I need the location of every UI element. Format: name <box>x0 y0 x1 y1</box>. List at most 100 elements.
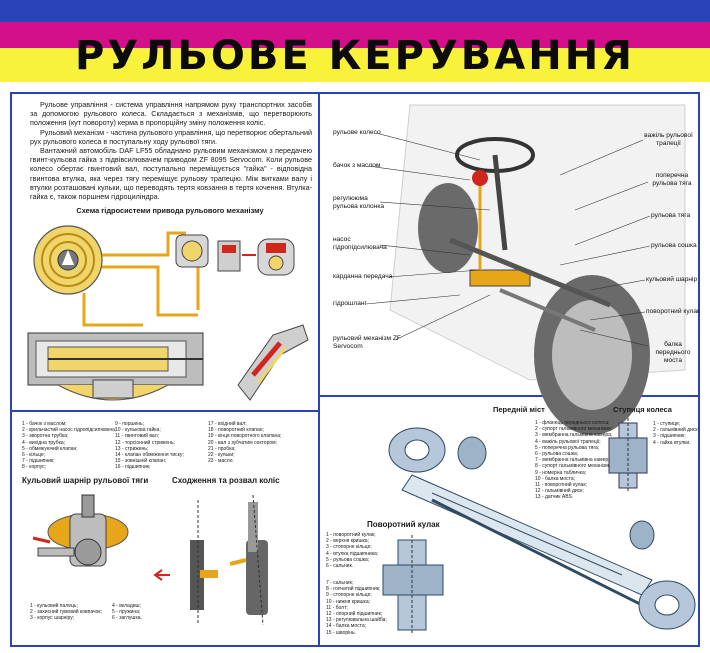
divider-left <box>10 410 318 412</box>
stripe-yellow <box>0 48 710 82</box>
legend-item: 8 - корпус; <box>22 464 47 471</box>
legend-item: 15 - шворінь. <box>326 629 357 636</box>
legend-item: 11 - болт; <box>326 604 348 611</box>
stripe-blue <box>0 0 710 22</box>
tie-rod-graphic <box>431 498 643 607</box>
legend-item: 12 - опорний підшипник; <box>326 611 383 618</box>
callout-hose: гідрошланг <box>333 300 367 307</box>
legend-item: 9 - поршень; <box>115 421 145 427</box>
pump-graphic <box>175 234 209 268</box>
valve-cutaway-graphic <box>237 324 309 401</box>
hub-legend: 1 - ступиця; 2 - гальмівний диск; 3 - пі… <box>653 421 699 446</box>
legend-item: 3 - підшипник; <box>653 433 686 440</box>
legend-item: 13 - датчик ABS. <box>535 494 574 501</box>
hub-diagram <box>608 418 648 493</box>
legend-item: 14 - клапан обмеження тиску; <box>115 452 184 459</box>
legend-item: 3 - зворотна трубка; <box>22 433 69 440</box>
legend-item: 9 - стопорне кільце; <box>326 592 372 599</box>
legend-item: 13 - стрижень; <box>115 445 149 452</box>
toe-camber-diagram <box>153 494 268 626</box>
callout-cross-rod: поперечна рульова тяга <box>652 172 692 187</box>
callout-steering-gear: рульовий механізм ZF Servocom <box>333 335 401 350</box>
legend-item: 4 - гайка втулки. <box>653 439 691 446</box>
legend-item: 21 - пробка; <box>208 445 236 452</box>
legend-item: 8 - супорт гальмівного механізму; <box>535 463 613 470</box>
legend-item: 12 - торсіонний стрижень; <box>115 439 175 446</box>
left-hub-graphic <box>388 427 487 473</box>
legend-item: 10 - кулькова гайка; <box>115 427 161 434</box>
front-axle-title: Передній міст <box>493 405 545 414</box>
callout-steering-wheel: рульове колесо <box>333 129 381 136</box>
callout-oil-tank: бачок з маслом <box>333 162 381 169</box>
intro-paragraph: Рульовий механізм - частина рульового уп… <box>30 127 312 146</box>
stripe-magenta <box>0 22 710 48</box>
intro-paragraph: Рульове управління - система управління … <box>30 100 312 128</box>
divider-vertical <box>318 92 320 647</box>
legend-item: 11 - гвинтовий вал; <box>115 433 160 440</box>
front-axle-legend: 1 - фланець переднього колеса; 2 - супор… <box>535 420 613 501</box>
hydro-legend-col2: 9 - поршень; 10 - кулькова гайка; 11 - г… <box>115 421 184 471</box>
right-hub-graphic <box>629 520 696 630</box>
legend-item: 19 - кінця поворотного клапана; <box>208 433 282 440</box>
legend-item: 2 - захисний гумовий ковпачок; <box>30 609 102 616</box>
legend-item: 16 - підшипник; <box>115 464 151 471</box>
intro-paragraph: Вантажний автомобіль DAF LF55 обладнано … <box>30 146 312 202</box>
knuckle-legend-2: 7 - сальник; 8 - голчатий підшипник; 9 -… <box>326 580 387 636</box>
hydro-legend-col3: 17 - вхідний вал; 18 - поворотний клапан… <box>208 421 281 464</box>
valve-graphic <box>217 238 295 276</box>
legend-item: 6 - сальник. <box>326 563 354 570</box>
ball-joint-diagram <box>32 494 129 567</box>
legend-item: 2 - супорт гальмівного механізму; <box>535 426 613 433</box>
legend-item: 14 - балка моста; <box>326 623 367 630</box>
legend-item: 9 - номерна табличка; <box>535 469 587 476</box>
legend-item: 5 - обмежуючий клапан; <box>22 445 78 452</box>
callout-pump: насос гідропідсилювача <box>333 236 387 251</box>
legend-item: 2 - верхня кришка; <box>326 538 369 545</box>
front-axle-diagram <box>388 427 696 630</box>
legend-item: 5 - рульова сошка; <box>326 556 370 563</box>
legend-item: 6 - заглушка. <box>112 615 142 622</box>
legend-item: 7 - мембранна гальмівна камера; <box>535 457 613 464</box>
callout-ball-joint: кульовий шарнір <box>646 276 698 283</box>
ball-joint-legend-b: 4 - вкладиш; 5 - пружина; 6 - заглушка. <box>112 603 142 622</box>
callout-drag-rod: рульова тяга <box>651 212 691 219</box>
legend-item: 6 - кільце; <box>22 452 46 459</box>
legend-item: 8 - голчатий підшипник; <box>326 586 381 593</box>
legend-item: 18 - поворотний клапан; <box>208 427 264 434</box>
legend-item: 3 - мембранна гальмівна камера; <box>535 432 613 439</box>
legend-item: 1 - кульовий палець; <box>30 603 78 609</box>
callout-trapezoid-arm: важіль рульової трапеції <box>644 132 693 147</box>
legend-item: 17 - вхідний вал; <box>208 421 247 427</box>
callout-steering-column: регулююма рульова колонка <box>333 195 385 210</box>
hydro-title: Схема гідросистеми привода рульового мех… <box>76 206 264 215</box>
legend-item: 3 - корпус шарніру; <box>30 615 75 622</box>
legend-item: 12 - гальмівний диск; <box>535 488 584 495</box>
legend-item: 4 - важіль рульової трапеції; <box>535 438 601 445</box>
legend-item: 1 - ступиця; <box>653 421 681 427</box>
legend-item: 4 - вкладиш; <box>112 603 141 609</box>
callout-pitman-arm: рульова сошка <box>651 242 697 249</box>
hydro-legend-col1: 1 - бачок з маслом; 2 - крильчастий насо… <box>22 421 116 471</box>
steering-gear-graphic <box>27 332 204 401</box>
divider-right <box>318 395 700 397</box>
hub-title: Ступиця колеса <box>613 405 672 414</box>
legend-item: 10 - нижня кришка; <box>326 598 371 605</box>
legend-item: 5 - поперечна рульова тяга; <box>535 444 600 451</box>
legend-item: 2 - крильчастий насос гідропідсилювача; <box>22 427 117 434</box>
legend-item: 7 - сальник; <box>326 580 354 586</box>
legend-item: 1 - фланець переднього колеса; <box>535 420 610 426</box>
stripe-white <box>0 82 710 92</box>
knuckle-title: Поворотний кулак <box>367 520 440 529</box>
legend-item: 1 - бачок з маслом; <box>22 421 67 427</box>
callout-cardan: карданна передача <box>333 273 393 280</box>
legend-item: 6 - рульова сошка; <box>535 451 579 458</box>
legend-item: 1 - поворотний кулак; <box>326 532 376 538</box>
legend-item: 2 - гальмівний диск; <box>653 427 699 434</box>
callout-axle-beam: балка переднього моста <box>655 341 691 364</box>
hydro-diagram <box>27 225 309 401</box>
legend-item: 15 - зовнішній клапан; <box>115 458 167 465</box>
ball-joint-title: Кульовий шарнір рульової тяги <box>22 476 149 485</box>
intro-text: Рульове управління - система управління … <box>30 100 312 201</box>
hydraulic-lines <box>82 231 200 327</box>
